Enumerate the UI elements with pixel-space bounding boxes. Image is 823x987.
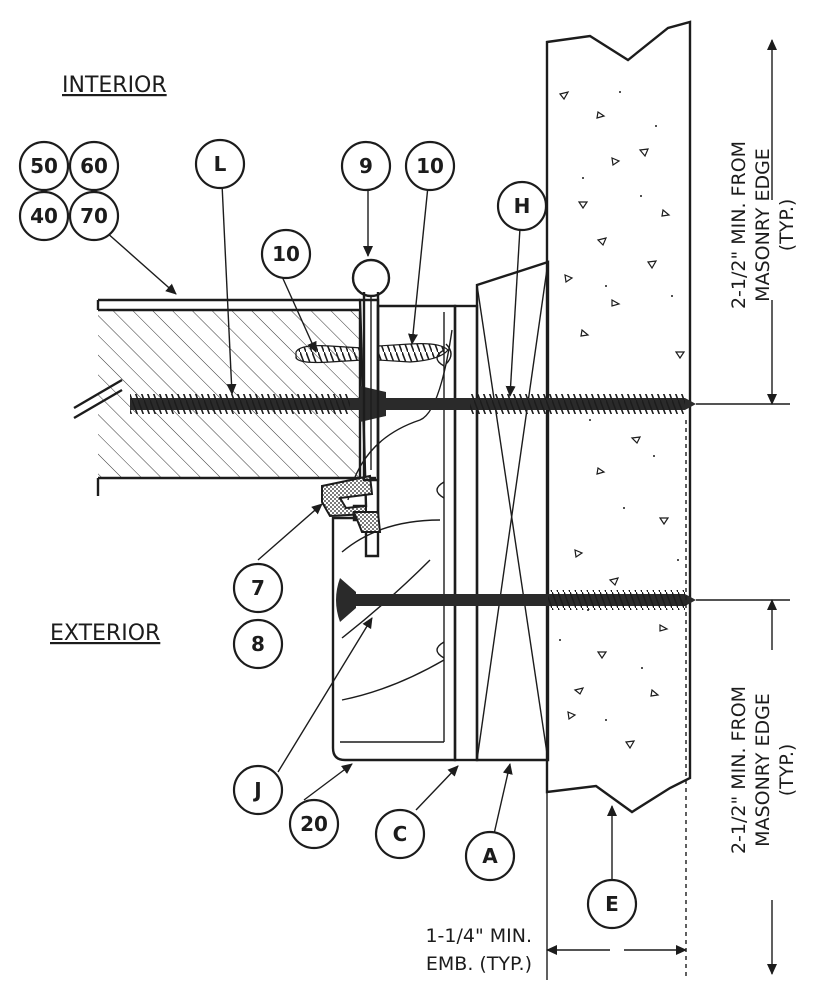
svg-text:7: 7 [251, 576, 265, 600]
frame-extrusion [331, 304, 457, 762]
anchor-screw-upper [130, 386, 696, 422]
shim-packer [475, 260, 550, 762]
setting-screws [295, 343, 452, 365]
svg-text:40: 40 [30, 204, 58, 228]
svg-text:9: 9 [359, 154, 373, 178]
bottom-edge-note-line3: (TYP.) [776, 744, 798, 797]
callout-50: 50 [18, 140, 70, 192]
callout-10-left: 10 [260, 228, 312, 280]
callout-9: 9 [340, 140, 392, 192]
svg-text:E: E [605, 892, 619, 916]
bottom-edge-note-line1: 2-1/2" MIN. FROM [728, 686, 750, 854]
svg-text:L: L [214, 152, 227, 176]
svg-text:H: H [514, 194, 531, 218]
callout-H: H [496, 180, 548, 232]
embedment-note-line1: 1-1/4" MIN. [425, 925, 532, 947]
callout-A: A [464, 830, 516, 882]
svg-text:10: 10 [272, 242, 300, 266]
callout-E: E [586, 878, 638, 930]
svg-text:50: 50 [30, 154, 58, 178]
masonry-aggregate [558, 91, 686, 750]
masonry-dots [559, 91, 679, 721]
callout-70: 70 [68, 190, 120, 242]
callout-8: 8 [232, 618, 284, 670]
bottom-edge-note: 2-1/2" MIN. FROM MASONRY EDGE (TYP.) [728, 686, 798, 854]
callout-C: C [374, 808, 426, 860]
top-edge-note-line1: 2-1/2" MIN. FROM [728, 141, 750, 309]
svg-text:60: 60 [80, 154, 108, 178]
masonry-substrate [545, 20, 692, 814]
bottom-edge-note-line2: MASONRY EDGE [752, 693, 774, 847]
callout-10-right: 10 [404, 140, 456, 192]
callout-L: L [194, 138, 246, 190]
svg-text:20: 20 [300, 812, 328, 836]
callout-20: 20 [288, 798, 340, 850]
svg-text:A: A [482, 844, 498, 868]
svg-text:J: J [252, 778, 261, 802]
subframe-strip [453, 304, 479, 762]
top-edge-note-line3: (TYP.) [776, 199, 798, 252]
svg-text:70: 70 [80, 204, 108, 228]
interior-label: INTERIOR [62, 73, 167, 98]
connector-clip [351, 258, 391, 482]
leader-lines [105, 183, 617, 880]
gasket [321, 474, 382, 533]
callout-60: 60 [68, 140, 120, 192]
embedment-note-line2: EMB. (TYP.) [426, 953, 532, 975]
svg-text:C: C [393, 822, 408, 846]
exterior-label: EXTERIOR [50, 621, 160, 646]
anchor-screw-lower [336, 578, 696, 622]
top-edge-note: 2-1/2" MIN. FROM MASONRY EDGE (TYP.) [728, 141, 798, 309]
svg-text:10: 10 [416, 154, 444, 178]
callout-7: 7 [232, 562, 284, 614]
top-edge-note-line2: MASONRY EDGE [752, 148, 774, 302]
dimension-embedment [546, 790, 687, 980]
callout-J: J [232, 764, 284, 816]
dimension-bottom-edge [685, 420, 790, 980]
svg-text:8: 8 [251, 632, 265, 656]
callout-40: 40 [18, 190, 70, 242]
dimension-top-edge [696, 39, 790, 405]
